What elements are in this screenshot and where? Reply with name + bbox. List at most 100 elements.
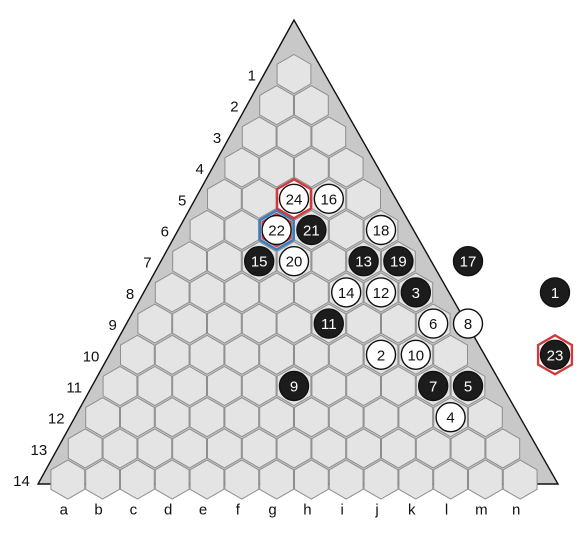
stone-9[interactable]: 9 (278, 370, 310, 402)
stone-2[interactable]: 2 (365, 339, 397, 370)
stone-15[interactable]: 15 (244, 246, 275, 277)
hex-cell-f12[interactable] (259, 397, 294, 438)
hex-cell-b12[interactable] (120, 397, 155, 438)
hex-cell-c9[interactable] (207, 303, 242, 344)
hex-cell-c3[interactable] (311, 116, 347, 157)
stone-17[interactable]: 17 (452, 246, 484, 277)
hex-cell-b4[interactable] (259, 147, 294, 188)
hex-cell-a10[interactable] (120, 334, 155, 375)
hex-cell-h9[interactable] (381, 303, 416, 344)
stone-21[interactable]: 21 (296, 214, 327, 246)
hex-cell-m13[interactable] (485, 428, 521, 469)
hex-cell-a8[interactable] (154, 272, 190, 313)
hex-cell-i14[interactable] (328, 459, 364, 500)
hex-cell-e9[interactable] (276, 303, 312, 344)
hex-cell-a9[interactable] (137, 303, 173, 344)
hex-cell-a5[interactable] (207, 178, 242, 219)
hex-cell-b7[interactable] (207, 241, 242, 282)
hex-cell-c8[interactable] (224, 272, 260, 313)
hex-cell-b3[interactable] (276, 116, 312, 157)
hex-cell-f13[interactable] (241, 428, 277, 469)
hex-cell-l12[interactable] (468, 397, 503, 438)
stone-20[interactable]: 20 (278, 246, 310, 277)
hex-cell-c10[interactable] (189, 334, 225, 375)
hex-cell-g12[interactable] (294, 397, 329, 438)
hex-cell-i12[interactable] (363, 397, 399, 438)
hex-cell-f14[interactable] (224, 459, 260, 500)
hex-cell-n14[interactable] (502, 459, 538, 500)
hex-cell-g9[interactable] (346, 303, 381, 344)
hex-cell-d8[interactable] (259, 272, 294, 313)
hex-cell-e13[interactable] (207, 428, 242, 469)
hex-cell-d10[interactable] (224, 334, 260, 375)
stone-24[interactable]: 24 (275, 177, 313, 220)
stone-19[interactable]: 19 (383, 246, 414, 277)
hex-cell-d12[interactable] (189, 397, 225, 438)
stone-6[interactable]: 6 (418, 308, 449, 339)
hex-cell-d11[interactable] (207, 365, 242, 407)
hex-cell-k14[interactable] (398, 459, 434, 500)
stone-12[interactable]: 12 (365, 277, 397, 308)
hex-cell-g13[interactable] (276, 428, 312, 469)
hex-cell-a11[interactable] (102, 365, 138, 407)
hex-cell-e12[interactable] (224, 397, 260, 438)
hex-cell-i11[interactable] (381, 365, 416, 407)
hex-cell-e14[interactable] (189, 459, 225, 500)
hex-cell-a13[interactable] (67, 428, 103, 469)
stone-14[interactable]: 14 (331, 277, 362, 308)
hex-cell-a14[interactable] (50, 459, 86, 500)
hex-cell-c14[interactable] (120, 459, 155, 500)
hex-cell-b2[interactable] (294, 85, 329, 126)
stone-10[interactable]: 10 (400, 339, 431, 370)
hex-cell-h13[interactable] (311, 428, 347, 469)
stone-13[interactable]: 13 (348, 246, 379, 277)
hex-cell-j10[interactable] (433, 334, 468, 375)
hex-cell-c4[interactable] (294, 147, 329, 188)
stone-16[interactable]: 16 (313, 183, 344, 215)
stone-3[interactable]: 3 (400, 277, 431, 308)
hex-cell-i13[interactable] (346, 428, 381, 469)
hex-cell-g14[interactable] (259, 459, 294, 500)
hex-cell-d4[interactable] (328, 147, 364, 188)
hex-cell-d14[interactable] (154, 459, 190, 500)
hex-cell-h11[interactable] (346, 365, 381, 407)
hex-cell-b9[interactable] (172, 303, 207, 344)
hex-cell-j12[interactable] (398, 397, 434, 438)
hex-cell-l13[interactable] (450, 428, 486, 469)
hex-cell-a4[interactable] (224, 147, 260, 188)
hex-cell-a2[interactable] (259, 85, 294, 126)
stone-1[interactable]: 1 (539, 277, 571, 308)
hex-cell-b11[interactable] (137, 365, 173, 407)
hex-cell-j13[interactable] (381, 428, 416, 469)
hex-cell-e11[interactable] (241, 365, 277, 407)
hex-cell-e7[interactable] (311, 241, 347, 282)
hex-cell-e10[interactable] (259, 334, 294, 375)
hex-cell-h12[interactable] (328, 397, 364, 438)
hex-cell-m14[interactable] (468, 459, 503, 500)
hex-cell-k13[interactable] (415, 428, 451, 469)
hex-cell-c12[interactable] (154, 397, 190, 438)
hex-cell-a6[interactable] (189, 209, 225, 251)
hex-cell-d9[interactable] (241, 303, 277, 344)
hex-cell-h14[interactable] (294, 459, 329, 500)
hex-cell-e5[interactable] (346, 178, 381, 219)
hex-cell-a1[interactable] (276, 53, 312, 95)
stone-5[interactable]: 5 (452, 370, 484, 402)
hex-cell-b13[interactable] (102, 428, 138, 469)
hex-cell-a12[interactable] (85, 397, 120, 438)
stone-7[interactable]: 7 (418, 370, 449, 402)
hex-cell-c13[interactable] (137, 428, 173, 469)
hex-cell-b14[interactable] (85, 459, 120, 500)
stone-4[interactable]: 4 (435, 402, 466, 433)
hex-cell-j14[interactable] (363, 459, 399, 500)
hex-cell-l14[interactable] (433, 459, 468, 500)
hex-cell-f10[interactable] (294, 334, 329, 375)
stone-22[interactable]: 22 (258, 208, 295, 252)
stone-8[interactable]: 8 (452, 308, 484, 339)
stone-11[interactable]: 11 (313, 308, 344, 339)
hex-cell-c11[interactable] (172, 365, 207, 407)
stone-23[interactable]: 23 (536, 333, 574, 376)
hex-cell-a7[interactable] (172, 241, 207, 282)
hex-cell-a3[interactable] (241, 116, 277, 157)
hex-cell-g11[interactable] (311, 365, 347, 407)
